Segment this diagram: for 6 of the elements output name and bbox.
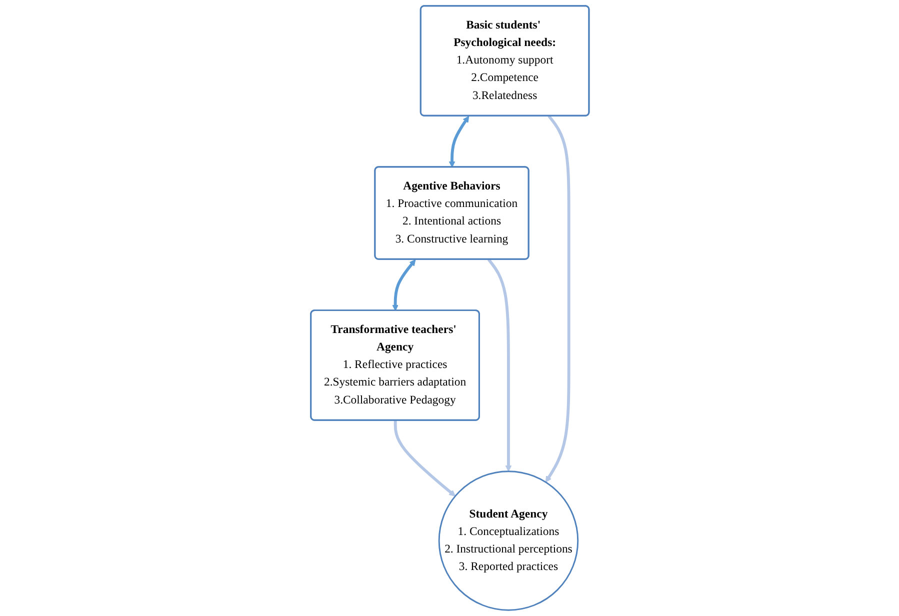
arrow xyxy=(392,259,416,311)
arrow xyxy=(544,115,570,482)
arrow xyxy=(393,420,456,496)
arrow xyxy=(448,116,469,168)
node-circle: Student Agency 1. Conceptualizations 2. Instructional perceptions 3. Reported practices xyxy=(438,470,578,611)
arrow xyxy=(487,258,512,472)
